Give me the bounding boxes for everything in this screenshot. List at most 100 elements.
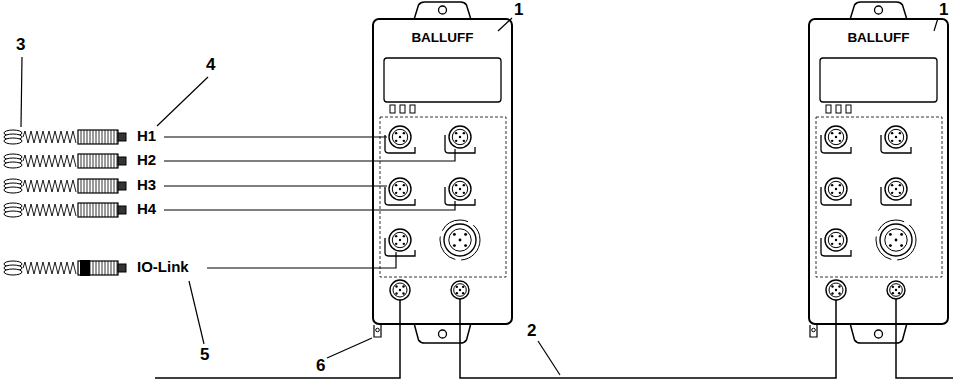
callout-number: 6 — [316, 357, 325, 375]
port-pin — [399, 188, 401, 190]
port-ring — [389, 178, 411, 200]
sensor-thread — [93, 179, 94, 193]
label-window — [384, 58, 501, 102]
port-inner — [888, 181, 903, 196]
port-pin — [835, 188, 837, 190]
port-pin — [838, 285, 840, 287]
sensor-thread — [81, 154, 82, 168]
port-pin — [831, 132, 833, 134]
port-ring — [389, 126, 411, 148]
sensor-thread — [105, 179, 106, 193]
mounting-tab — [851, 2, 907, 18]
port-pin — [395, 235, 397, 237]
port-pin — [898, 286, 900, 288]
bus-cable — [460, 325, 836, 378]
port-pin — [402, 285, 404, 287]
port-pin — [899, 184, 901, 186]
port-ring — [825, 126, 847, 148]
port-inner — [829, 283, 843, 297]
port-pin — [892, 286, 894, 288]
mounting-hole — [439, 330, 447, 338]
port-pin — [889, 233, 892, 236]
sensor-thread — [96, 179, 97, 193]
status-led — [826, 105, 831, 113]
leader-line — [164, 149, 455, 161]
port-name: IO-Link — [137, 259, 189, 275]
sensor-thread — [117, 130, 118, 144]
port-recess — [876, 220, 916, 260]
port-pin — [395, 132, 397, 134]
sensor-thread — [102, 154, 103, 168]
sensor-thread — [117, 154, 118, 168]
port-pin — [463, 192, 465, 194]
sensor-body — [78, 203, 118, 217]
sensor-thread — [111, 261, 112, 275]
sensor-thread — [93, 203, 94, 217]
io-link-hub: BALLUFF — [372, 18, 513, 325]
port-pin — [464, 233, 467, 236]
sensor-thread — [102, 261, 103, 275]
target-disc — [4, 187, 22, 193]
port-ring — [826, 280, 846, 300]
port-pin — [835, 239, 837, 241]
port-pin — [399, 239, 401, 241]
sensor-thread — [93, 154, 94, 168]
leader-line — [327, 338, 372, 358]
cable — [895, 299, 897, 325]
sensor-plug — [118, 157, 126, 165]
port-pin — [895, 136, 897, 138]
port-pin — [831, 184, 833, 186]
sensor-thread — [111, 179, 112, 193]
port-ring — [444, 224, 476, 256]
port-pin — [453, 244, 456, 247]
port-ring — [449, 178, 471, 200]
port-pin — [459, 239, 462, 242]
port-area — [380, 117, 506, 277]
sensor-thread — [102, 130, 103, 144]
port-pin — [892, 292, 894, 294]
sensor-plug — [118, 182, 126, 190]
mounting-tab — [415, 2, 471, 18]
sensor-icon — [4, 260, 126, 276]
port-pin — [395, 292, 397, 294]
sensor-thread — [84, 179, 85, 193]
sensor-thread — [96, 154, 97, 168]
target-disc — [4, 211, 22, 217]
sensor-body — [78, 154, 118, 168]
port-pin — [839, 184, 841, 186]
port-pin — [464, 244, 467, 247]
brand-logo: BALLUFF — [374, 30, 511, 45]
sensor-thread — [87, 179, 88, 193]
port-ring — [449, 126, 471, 148]
sensor-thread — [111, 203, 112, 217]
port-pin — [831, 285, 833, 287]
port-pin — [839, 140, 841, 142]
port-pin — [462, 286, 464, 288]
leader-line — [207, 252, 396, 268]
port-pin — [891, 184, 893, 186]
status-led — [836, 105, 841, 113]
port-pin — [403, 243, 405, 245]
sensor-thread — [99, 130, 100, 144]
port-pin — [462, 292, 464, 294]
sensor-icon — [4, 203, 126, 217]
port-inner — [888, 129, 903, 144]
port-name: H2 — [137, 152, 156, 168]
port-pin — [831, 292, 833, 294]
sensor-thread — [108, 130, 109, 144]
leader-line — [164, 201, 455, 210]
sensor-thread — [87, 130, 88, 144]
sensor-thread — [111, 154, 112, 168]
port-pin — [459, 188, 461, 190]
port-pin — [395, 243, 397, 245]
port-pin — [895, 289, 897, 291]
status-led — [400, 105, 405, 113]
sensor-icon — [4, 179, 126, 193]
leader-line — [164, 136, 387, 137]
sensor-thread — [93, 130, 94, 144]
port-pin — [403, 235, 405, 237]
sensor-plug — [118, 206, 126, 214]
port-pin — [399, 136, 401, 138]
status-led — [410, 105, 415, 113]
io-link-hub: BALLUFF — [808, 18, 949, 325]
